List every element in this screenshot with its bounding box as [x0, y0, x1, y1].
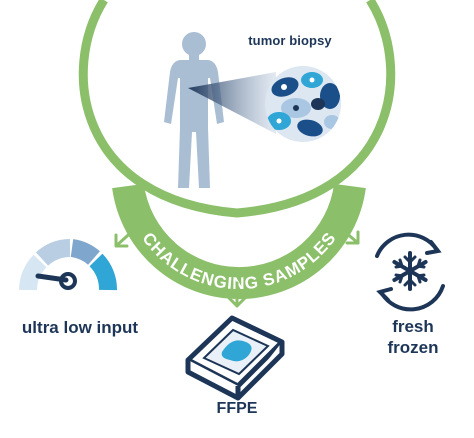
ultra-low-input-label: ultra low input [21, 318, 139, 337]
fresh-frozen-label: fresh frozen [365, 316, 461, 358]
fresh-frozen-line-1: fresh [392, 317, 434, 336]
fresh-frozen-line-2: frozen [387, 338, 439, 357]
arrow-icon [336, 224, 360, 245]
arrow-icon [114, 226, 138, 248]
samples-arc [78, 0, 396, 218]
snowflake-icon [375, 232, 445, 312]
gauge-icon [19, 239, 117, 291]
biopsy-beam [188, 72, 276, 134]
ffpe-block-icon [185, 315, 285, 401]
banner-band [112, 183, 366, 299]
human-body-icon [164, 32, 224, 188]
tumor-tissue-icon [265, 66, 341, 142]
arrow-icon [227, 281, 247, 308]
tumor-biopsy-label: tumor biopsy [248, 33, 332, 48]
ffpe-label: FFPE [216, 400, 258, 417]
